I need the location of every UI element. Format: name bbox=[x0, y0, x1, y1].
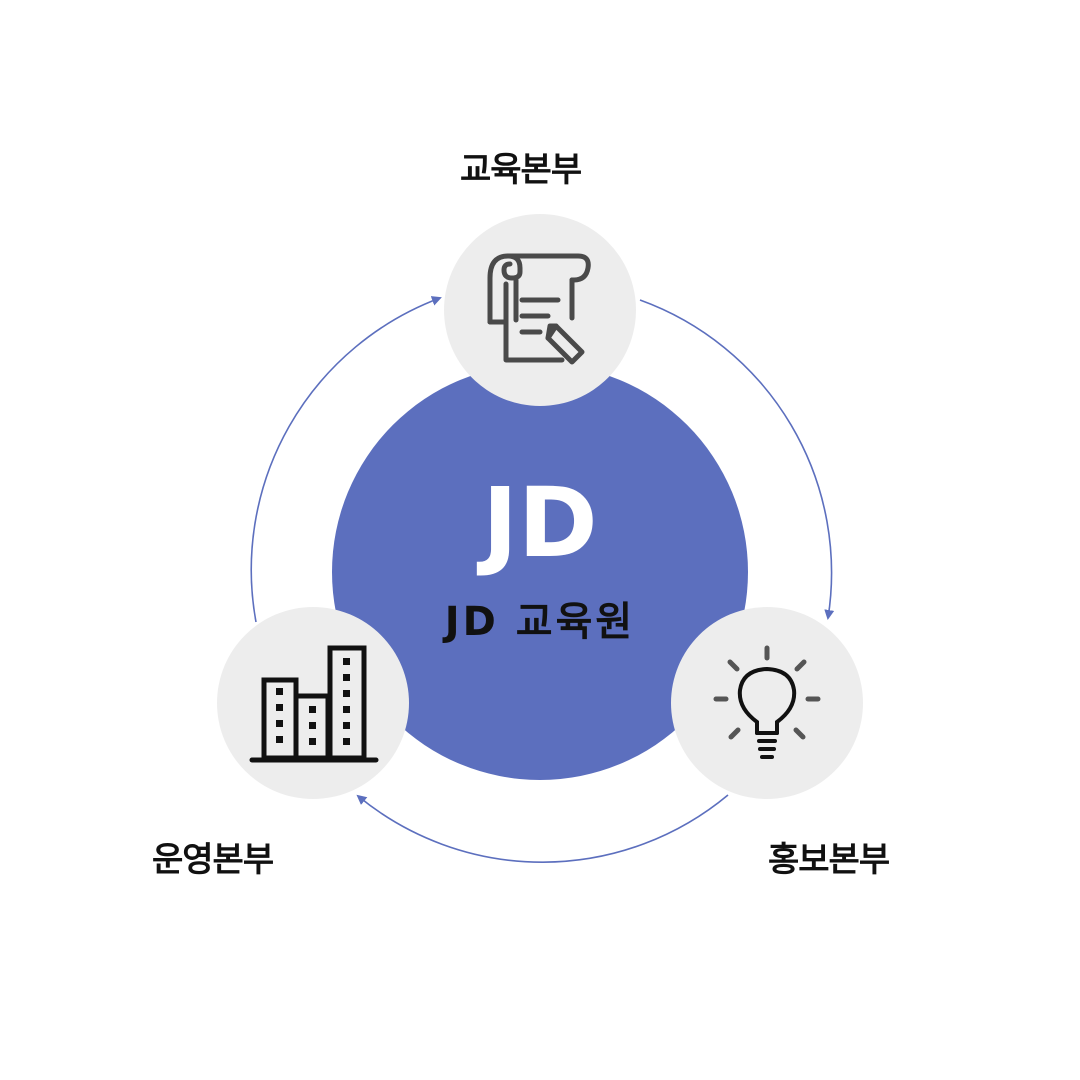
node-label-right: 홍보본부 bbox=[768, 840, 890, 880]
lightbulb-icon bbox=[737, 666, 797, 759]
node-label-top: 교육본부 bbox=[460, 150, 582, 190]
node-label-left: 운영본부 bbox=[152, 840, 274, 880]
center-logo-text: JD bbox=[482, 467, 598, 579]
cycle-arrow-left-to-top bbox=[250, 296, 442, 623]
center-circle bbox=[332, 364, 748, 780]
node-circle-right bbox=[671, 607, 863, 799]
buildings-icon bbox=[249, 645, 379, 763]
node-circle-top bbox=[444, 214, 636, 406]
lightbulb-rays bbox=[713, 645, 821, 740]
cycle-arrow-top-to-right bbox=[639, 299, 835, 620]
cycle-arrow-right-to-left bbox=[356, 794, 729, 863]
center-title: JD 교육원 bbox=[444, 599, 636, 645]
document-pencil-icon bbox=[487, 253, 591, 365]
